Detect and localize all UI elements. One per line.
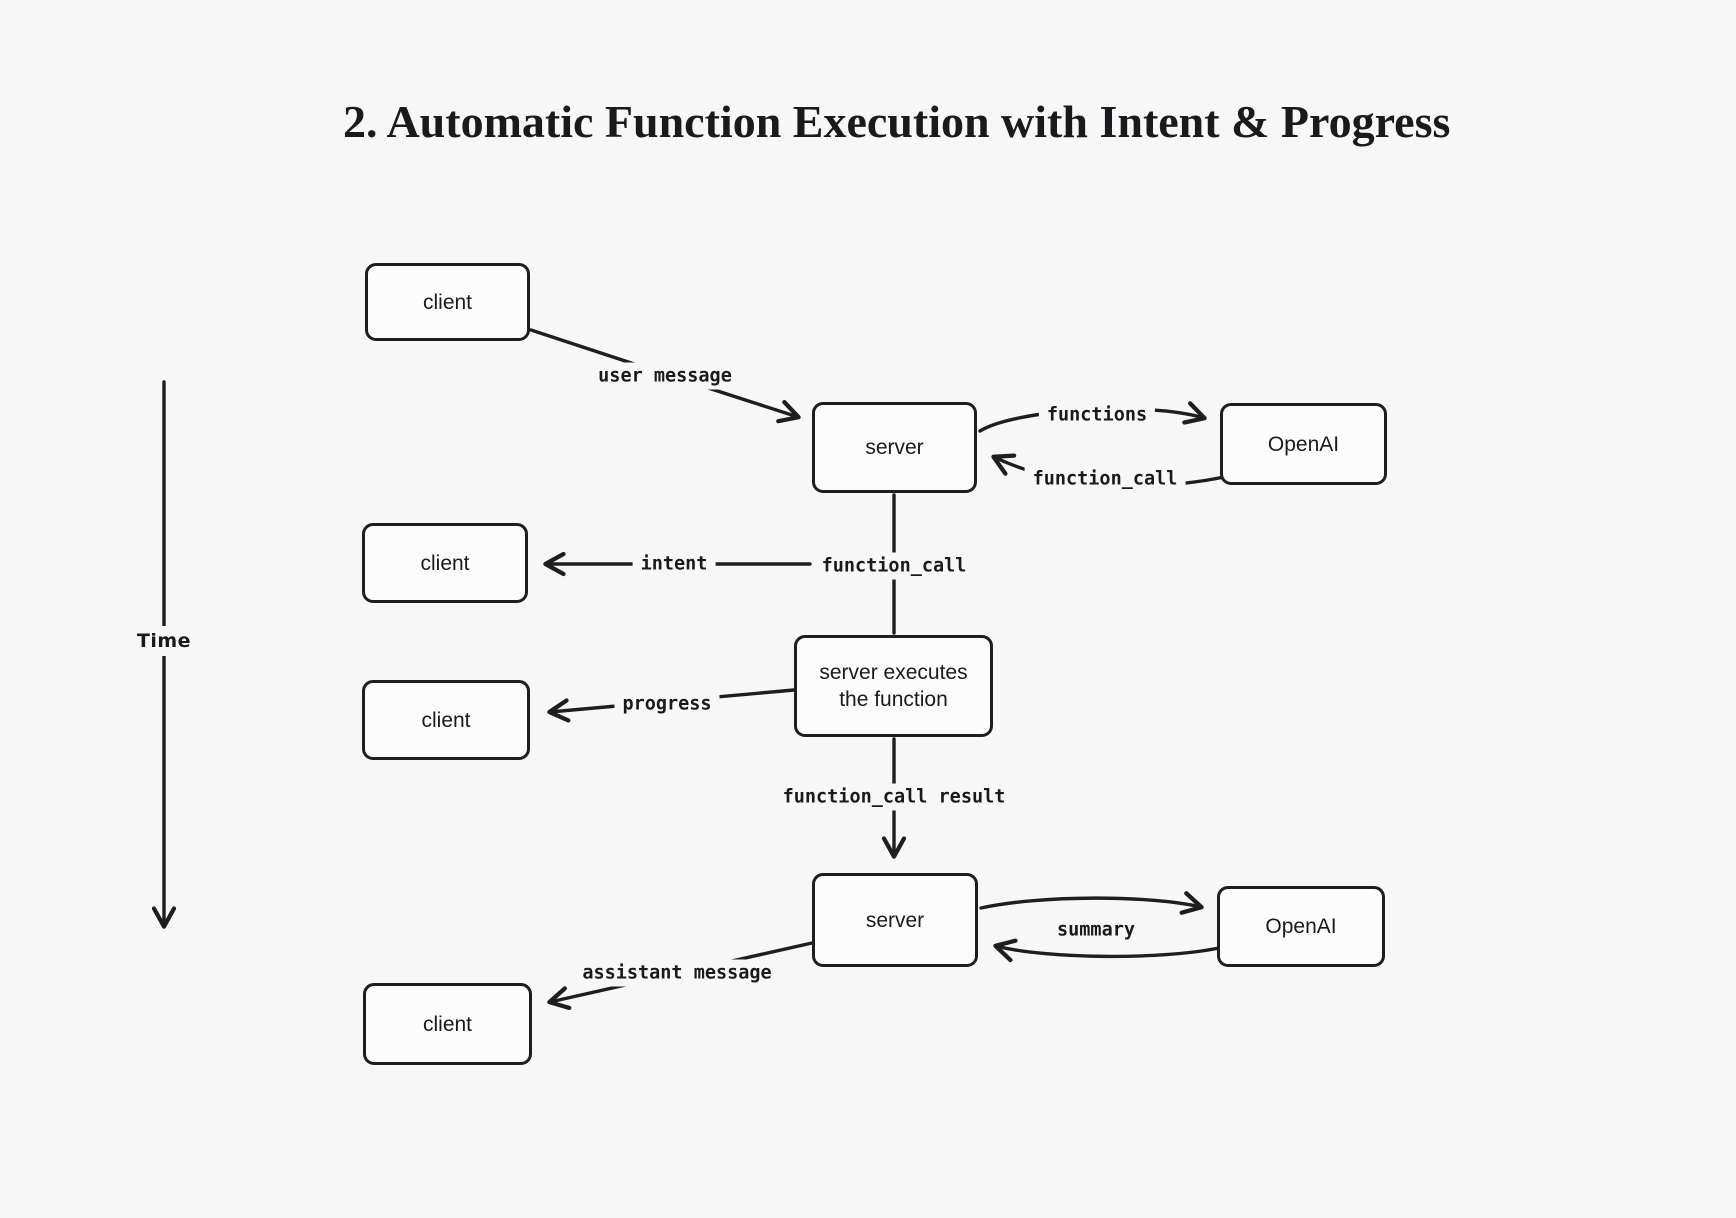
- edge-summary-top-arrow: [979, 891, 1204, 915]
- node-client-2-label: client: [420, 551, 470, 575]
- node-server-executes-function: server executes the function: [794, 635, 993, 737]
- node-server-2: server: [812, 873, 978, 967]
- node-client-3-label: client: [421, 708, 471, 732]
- node-server-1-label: server: [865, 436, 924, 459]
- edge-label-user-message: user message: [590, 362, 740, 390]
- node-client-4: client: [363, 983, 532, 1065]
- node-client-2: client: [362, 523, 528, 603]
- diagram-title: 2. Automatic Function Execution with Int…: [343, 96, 1451, 147]
- node-client-1-label: client: [422, 290, 473, 314]
- node-openai-2: OpenAI: [1217, 886, 1385, 967]
- node-client-1: client: [365, 263, 530, 341]
- node-openai-1: OpenAI: [1220, 403, 1387, 485]
- edge-label-function-call-down: function_call: [813, 552, 975, 580]
- node-server-2-label: server: [865, 908, 925, 932]
- edge-label-assistant-message: assistant message: [574, 959, 780, 987]
- node-openai-1-label: OpenAI: [1267, 432, 1340, 456]
- node-client-4-label: client: [422, 1012, 473, 1036]
- node-server-executes-function-label: server executes the function: [819, 661, 968, 711]
- edge-label-progress: progress: [614, 690, 720, 718]
- node-openai-2-label: OpenAI: [1265, 915, 1337, 938]
- edge-label-summary: summary: [1049, 916, 1143, 944]
- node-server-1: server: [812, 402, 977, 493]
- edge-label-functions: functions: [1038, 401, 1156, 429]
- time-axis-label: Time: [130, 626, 198, 656]
- node-client-3: client: [362, 680, 530, 760]
- edge-label-function-call: function_call: [1024, 465, 1186, 493]
- edge-label-function-call-result: function_call result: [774, 783, 1014, 811]
- edge-label-intent: intent: [632, 550, 716, 578]
- edge-summary-bottom-arrow: [993, 938, 1221, 963]
